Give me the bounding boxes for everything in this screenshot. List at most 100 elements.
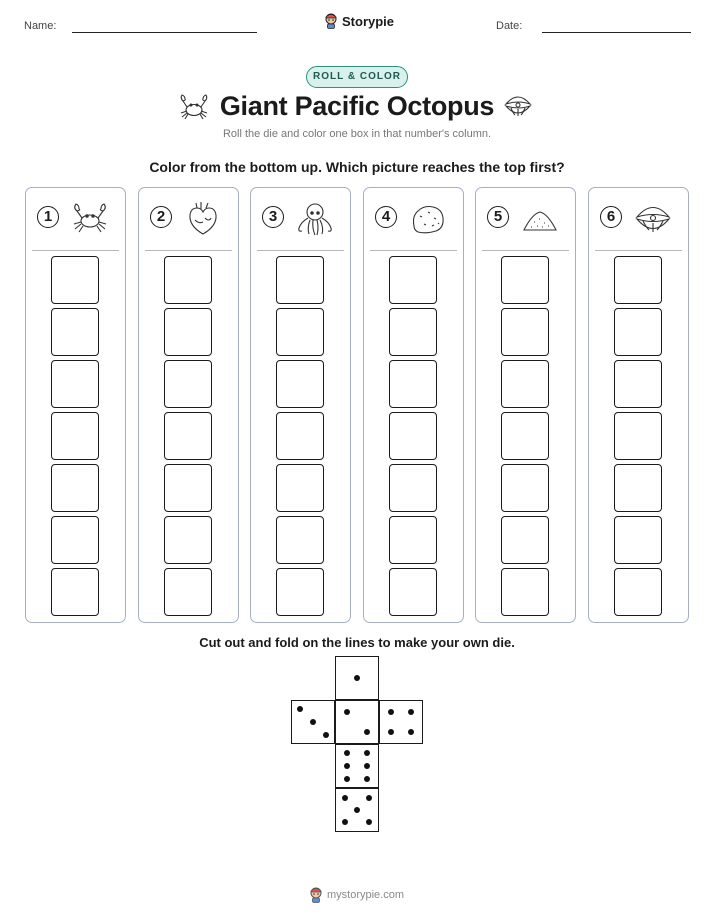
color-box[interactable] xyxy=(389,516,437,564)
die-face-5 xyxy=(335,788,379,832)
die-pip xyxy=(323,732,330,739)
color-box[interactable] xyxy=(164,464,212,512)
color-box[interactable] xyxy=(164,412,212,460)
color-box[interactable] xyxy=(501,256,549,304)
column-number: 6 xyxy=(600,206,622,228)
color-box[interactable] xyxy=(614,516,662,564)
color-box[interactable] xyxy=(614,360,662,408)
color-box[interactable] xyxy=(164,360,212,408)
footer: mystorypie.com xyxy=(309,887,404,903)
die-pip xyxy=(364,749,371,756)
color-box[interactable] xyxy=(501,308,549,356)
die-face-6 xyxy=(335,744,379,788)
color-box[interactable] xyxy=(276,308,324,356)
die-pip xyxy=(387,708,394,715)
die-pip xyxy=(366,819,373,826)
die-pip xyxy=(364,729,371,736)
die-pip xyxy=(408,708,415,715)
column-divider xyxy=(32,250,119,251)
footer-url: mystorypie.com xyxy=(327,889,405,901)
crab-icon xyxy=(73,203,107,233)
color-box[interactable] xyxy=(501,568,549,616)
column-3: 3 xyxy=(250,187,351,623)
color-box[interactable] xyxy=(276,256,324,304)
activity-badge: ROLL & COLOR xyxy=(306,66,408,88)
color-box[interactable] xyxy=(276,568,324,616)
color-box[interactable] xyxy=(389,412,437,460)
column-6: 6 xyxy=(588,187,689,623)
octopus-icon xyxy=(298,203,332,236)
column-divider xyxy=(482,250,569,251)
die-pip xyxy=(341,794,348,801)
color-box[interactable] xyxy=(501,516,549,564)
die-pip xyxy=(343,708,350,715)
name-line[interactable] xyxy=(72,32,257,33)
color-box[interactable] xyxy=(51,464,99,512)
column-number: 4 xyxy=(375,206,397,228)
color-box[interactable] xyxy=(164,568,212,616)
color-box[interactable] xyxy=(501,464,549,512)
die-pip xyxy=(364,763,371,769)
color-box[interactable] xyxy=(614,464,662,512)
instruction-text: Color from the bottom up. Which picture … xyxy=(149,159,565,175)
color-box[interactable] xyxy=(389,360,437,408)
die-pip xyxy=(354,807,360,813)
color-box[interactable] xyxy=(614,308,662,356)
column-number: 3 xyxy=(262,206,284,228)
color-box[interactable] xyxy=(389,256,437,304)
die-pip xyxy=(296,705,303,712)
color-box[interactable] xyxy=(276,412,324,460)
clam-shell-icon xyxy=(504,96,532,116)
color-box[interactable] xyxy=(614,568,662,616)
color-box[interactable] xyxy=(51,308,99,356)
die-pip xyxy=(408,729,415,736)
color-box[interactable] xyxy=(614,256,662,304)
column-4: 4 xyxy=(363,187,464,623)
column-divider xyxy=(595,250,682,251)
color-box[interactable] xyxy=(164,308,212,356)
color-box[interactable] xyxy=(389,308,437,356)
die-pip xyxy=(364,776,371,783)
color-box[interactable] xyxy=(389,568,437,616)
column-divider xyxy=(257,250,344,251)
brand-name: Storypie xyxy=(342,13,395,29)
heart-organ-icon xyxy=(189,202,217,235)
name-label: Name: xyxy=(24,20,57,32)
die-face-1 xyxy=(335,656,379,700)
die-pip xyxy=(354,675,360,681)
crab-icon xyxy=(180,94,208,120)
color-box[interactable] xyxy=(51,360,99,408)
date-line[interactable] xyxy=(542,32,691,33)
color-box[interactable] xyxy=(51,412,99,460)
color-box[interactable] xyxy=(501,412,549,460)
clam-shell-icon xyxy=(635,206,671,232)
sand-pile-icon xyxy=(523,211,557,231)
die-face-3 xyxy=(291,700,335,744)
color-box[interactable] xyxy=(51,568,99,616)
color-box[interactable] xyxy=(276,516,324,564)
column-1: 1 xyxy=(25,187,126,623)
color-box[interactable] xyxy=(51,256,99,304)
die-pip xyxy=(387,729,394,736)
color-box[interactable] xyxy=(276,360,324,408)
die-pip xyxy=(343,776,350,783)
color-box[interactable] xyxy=(164,516,212,564)
column-divider xyxy=(145,250,232,251)
die-caption: Cut out and fold on the lines to make yo… xyxy=(199,635,515,650)
die-pip xyxy=(341,819,348,826)
color-box[interactable] xyxy=(501,360,549,408)
column-divider xyxy=(370,250,457,251)
column-number: 2 xyxy=(150,206,172,228)
column-5: 5 xyxy=(475,187,576,623)
color-box[interactable] xyxy=(164,256,212,304)
die-face-4 xyxy=(379,700,423,744)
rock-icon xyxy=(412,205,444,234)
column-number: 5 xyxy=(487,206,509,228)
color-box[interactable] xyxy=(51,516,99,564)
page-subtitle: Roll the die and color one box in that n… xyxy=(222,128,492,140)
color-box[interactable] xyxy=(276,464,324,512)
die-pip xyxy=(366,794,373,801)
color-box[interactable] xyxy=(389,464,437,512)
color-box[interactable] xyxy=(614,412,662,460)
date-label: Date: xyxy=(496,20,523,32)
